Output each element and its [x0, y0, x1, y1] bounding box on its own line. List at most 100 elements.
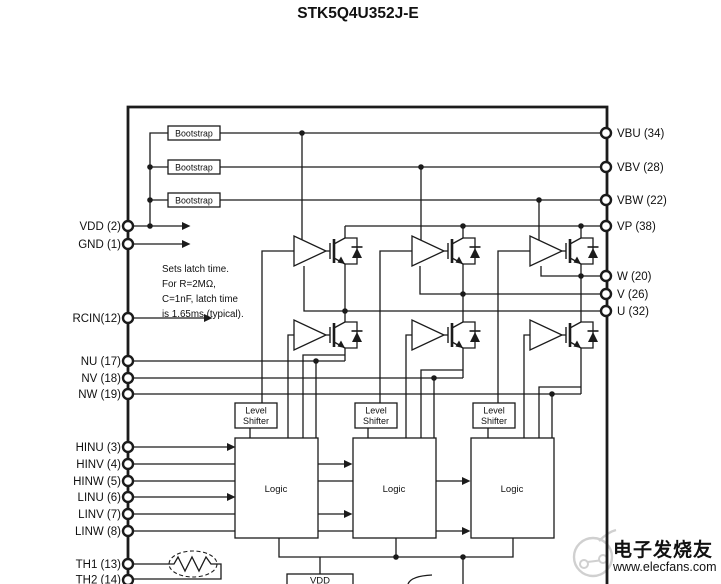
- igbt-low-w: [528, 318, 600, 352]
- bootstrap-box-w: [167, 192, 221, 208]
- pin-label-linv: LINV (7): [78, 509, 121, 521]
- thermistor-symbol: [168, 550, 218, 578]
- level-shifter-label: Shifter: [363, 416, 389, 426]
- pin-label-linu: LINU (6): [78, 492, 122, 504]
- logic-box-u: [234, 437, 319, 539]
- pin-label-hinu: HINU (3): [76, 442, 122, 454]
- chip-outline: [126, 105, 609, 584]
- logic-box-v: [352, 437, 437, 539]
- bootstrap-rails: [220, 132, 601, 240]
- pin-label-linw: LINW (8): [75, 526, 121, 538]
- pin-terminal-linu: [121, 490, 135, 504]
- pin-terminal-vbw: [599, 193, 613, 207]
- bootstrap-box-v: [167, 159, 221, 175]
- left-pin-terminals: [121, 219, 135, 584]
- pin-label-vp: VP (38): [617, 221, 656, 233]
- pin-terminal-nu: [121, 354, 135, 368]
- level-shifter-label: Level: [483, 406, 505, 416]
- input-lines: [133, 446, 463, 532]
- n-drop-wires: [315, 361, 553, 438]
- vp-rail: [344, 225, 601, 238]
- pin-terminal-rcin: [121, 311, 135, 325]
- level-shifter-outputs: [261, 250, 530, 404]
- vdd-box: [286, 573, 354, 584]
- pin-label-hinw: HINW (5): [73, 476, 121, 488]
- vdd-box-label: VDD: [310, 576, 330, 584]
- watermark: 电子发烧友 www.elecfans.com: [572, 528, 717, 578]
- thermistor-wires: [133, 563, 222, 580]
- note-line: Sets latch time.: [162, 264, 229, 275]
- logic-box-w: [470, 437, 555, 539]
- level-shifter-box-v: [354, 402, 398, 429]
- pin-terminal-w: [599, 269, 613, 283]
- pin-terminal-vdd: [121, 219, 135, 233]
- pin-terminal-u: [599, 304, 613, 318]
- igbt-cells: [292, 234, 600, 352]
- level-shifter-label: Level: [245, 406, 267, 416]
- pin-label-hinv: HINV (4): [76, 459, 121, 471]
- pin-label-vbv: VBV (28): [617, 162, 664, 174]
- pin-terminal-linw: [121, 524, 135, 538]
- pin-terminal-nv: [121, 371, 135, 385]
- pin-label-th1: TH1 (13): [76, 559, 122, 571]
- latch-time-note: Sets latch time. For R=2MΩ, C=1nF, latch…: [162, 264, 244, 320]
- driver-return-wires: [303, 266, 581, 312]
- igbt-low-u: [292, 318, 364, 352]
- pin-label-nu: NU (17): [81, 356, 121, 368]
- logic-label: Logic: [265, 484, 288, 495]
- right-pin-labels: VBU (34) VBV (28) VBW (22) VP (38) W (20…: [617, 128, 667, 318]
- bootstrap-label: Bootstrap: [175, 163, 213, 173]
- pin-terminal-gnd: [121, 237, 135, 251]
- pin-terminal-hinw: [121, 474, 135, 488]
- pin-terminal-vbv: [599, 160, 613, 174]
- igbt-high-w: [528, 234, 600, 268]
- watermark-url: www.elecfans.com: [612, 560, 717, 574]
- level-shifter-label: Level: [365, 406, 387, 416]
- pin-terminal-hinu: [121, 440, 135, 454]
- low-gate-wires: [287, 334, 530, 438]
- pin-terminal-vp: [599, 219, 613, 233]
- pin-label-u: U (32): [617, 306, 649, 318]
- level-shifter-label: Shifter: [243, 416, 269, 426]
- igbt-high-u: [292, 234, 364, 268]
- pin-terminal-linv: [121, 507, 135, 521]
- ls-logic-stubs: [249, 428, 489, 438]
- note-line: For R=2MΩ,: [162, 279, 216, 290]
- vdd-block: VDD: [286, 573, 354, 584]
- igbt-low-v: [410, 318, 482, 352]
- level-shifter-box-u: [234, 402, 278, 429]
- pin-label-vdd: VDD (2): [79, 221, 121, 233]
- note-line: is 1.65ms (typical).: [162, 309, 244, 320]
- vdd-bus-wire: [133, 132, 184, 227]
- n-sense-lines: [133, 360, 581, 395]
- pin-terminal-hinv: [121, 457, 135, 471]
- logic-blocks: Logic Logic Logic: [234, 437, 555, 539]
- pin-label-th2: TH2 (14): [76, 575, 122, 584]
- pin-terminal-th1: [121, 557, 135, 571]
- pin-label-vbu: VBU (34): [617, 128, 664, 140]
- left-pin-labels: VDD (2) GND (1) RCIN(12) NU (17) NV (18)…: [72, 221, 121, 584]
- elecfans-logo-icon: [572, 528, 617, 578]
- junction-dots: [147, 130, 584, 560]
- page-title: STK5Q4U352J-E: [297, 5, 418, 22]
- level-shifter-box-w: [472, 402, 516, 429]
- pin-label-vbw: VBW (22): [617, 195, 667, 207]
- pin-terminal-vbu: [599, 126, 613, 140]
- bootstrap-blocks: Bootstrap Bootstrap Bootstrap: [167, 125, 221, 208]
- pin-terminal-th2: [121, 573, 135, 584]
- level-shifter-blocks: Level Shifter Level Shifter Level Shifte…: [234, 402, 516, 429]
- igbt-high-v: [410, 234, 482, 268]
- bootstrap-label: Bootstrap: [175, 196, 213, 206]
- emitter-sense-wires: [302, 354, 581, 438]
- watermark-brand: 电子发烧友: [613, 538, 713, 561]
- logic-label: Logic: [501, 484, 524, 495]
- pin-label-nw: NW (19): [78, 389, 121, 401]
- pin-label-nv: NV (18): [81, 373, 121, 385]
- pin-label-rcin: RCIN(12): [72, 313, 121, 325]
- cutoff-shape: [407, 574, 433, 584]
- bootstrap-box-u: [167, 125, 221, 141]
- pin-terminal-v: [599, 287, 613, 301]
- pin-label-w: W (20): [617, 271, 652, 283]
